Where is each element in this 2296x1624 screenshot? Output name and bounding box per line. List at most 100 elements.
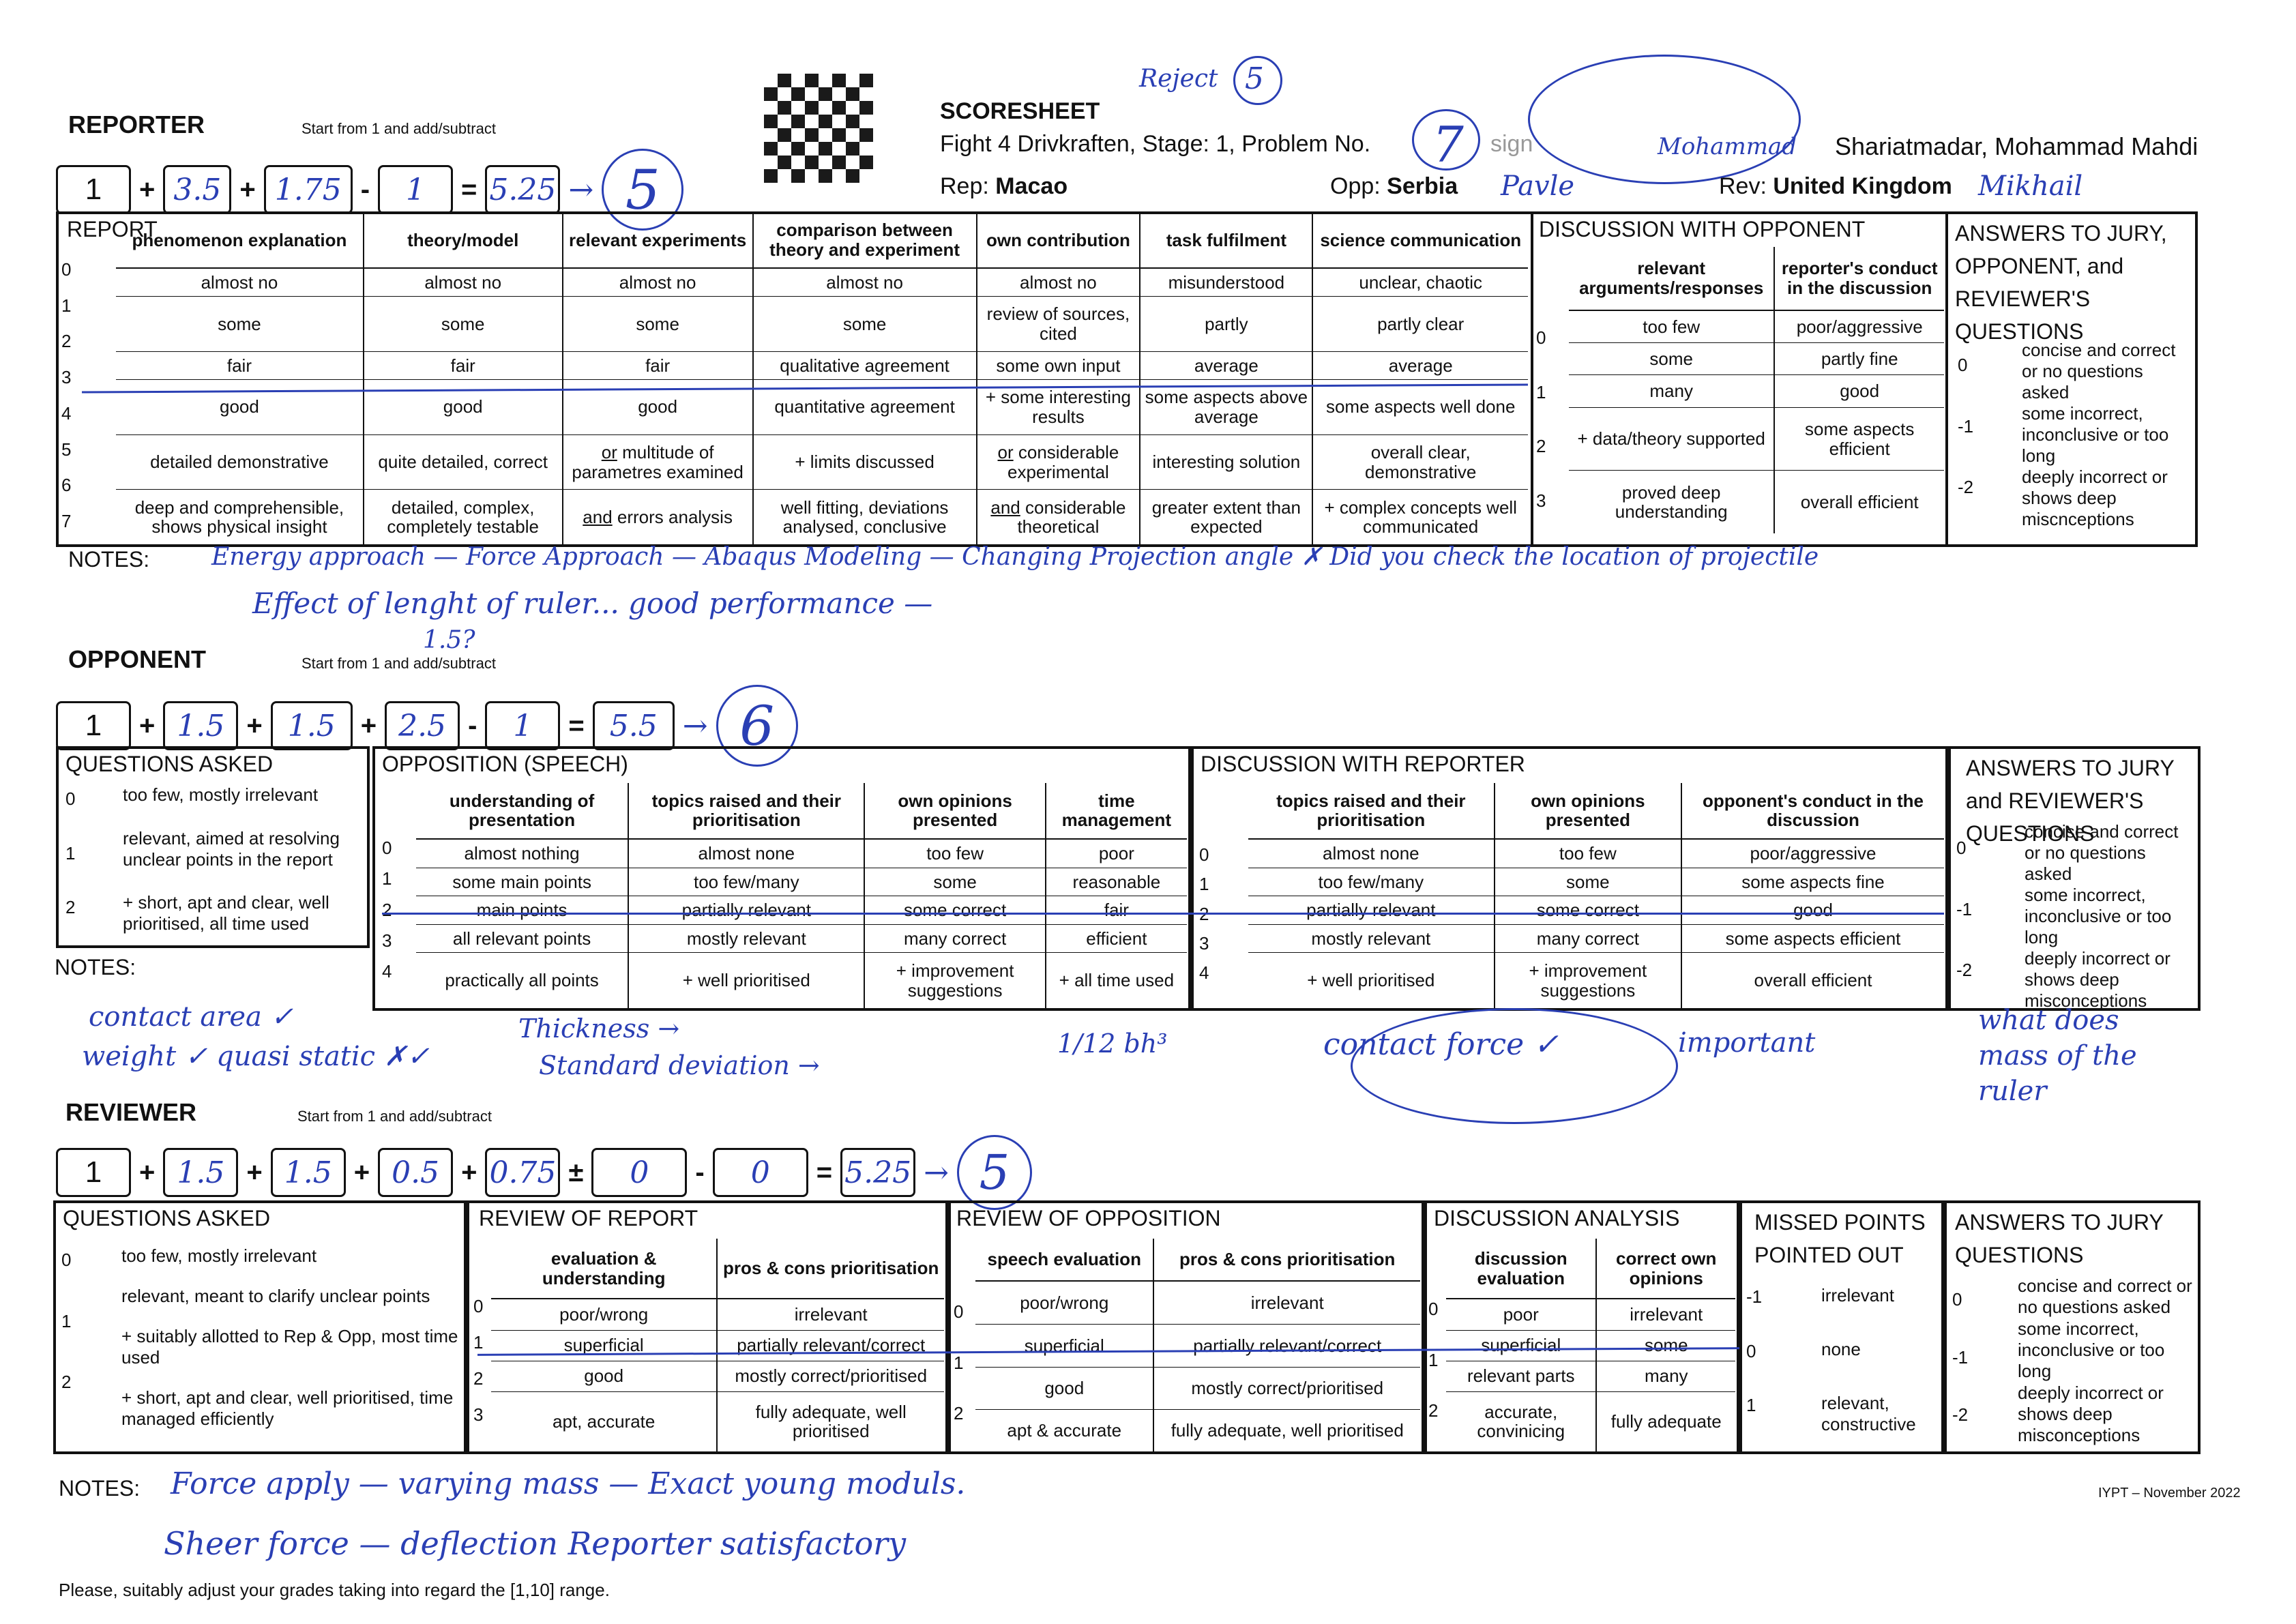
rev-report-frame (467, 1200, 948, 1454)
reporter-notes-1: Energy approach — Force Approach — Abaqu… (211, 543, 1819, 571)
reviewer-box-total[interactable]: 5.25 (840, 1148, 916, 1197)
juror-name: Shariatmadar, Mohammad Mahdi (1835, 132, 2198, 160)
opp-note-contact: contact area ✓ (89, 1001, 294, 1033)
reviewer-score-row: 1 + 1.5 + 1.5 + 0.5 + 0.75 ± 0 - 0 = 5.2… (56, 1135, 1032, 1210)
rev-answers-title: ANSWERS TO JURY QUESTIONS (1955, 1210, 2164, 1267)
problem-circle (1412, 109, 1480, 171)
reviewer-box-5[interactable]: 0 (591, 1148, 688, 1197)
opp-speech-frame (372, 746, 1191, 1011)
opp-speech-title: OPPOSITION (SPEECH) (382, 752, 628, 776)
signature-circle (1528, 55, 1801, 184)
opp-check-line (382, 913, 1944, 915)
rev-missed-title: MISSED POINTS POINTED OUT (1754, 1210, 1926, 1267)
rev-answers-scale: 0-1-2 (1952, 1289, 1969, 1425)
opp-note-question: what does mass of the ruler (1978, 1005, 2137, 1107)
sign-label: sign (1490, 131, 1533, 157)
reporter-box-2[interactable]: 1.75 (263, 165, 353, 214)
reviewer-box-3[interactable]: 0.5 (378, 1148, 454, 1197)
reviewer-hint: Start from 1 and add/subtract (297, 1108, 492, 1125)
disc-opponent-title: DISCUSSION WITH OPPONENT (1539, 217, 1866, 241)
reviewer-box-base[interactable]: 1 (56, 1148, 131, 1197)
signature: Mohammad (1658, 133, 1797, 160)
opp-discussion-frame (1191, 746, 1948, 1011)
footer-note: Please, suitably adjust your grades taki… (59, 1580, 610, 1600)
opp-answers-items: concise and correct or no questions aske… (2025, 821, 2179, 1011)
reject-note: Reject (1139, 65, 1218, 93)
opp-note-ellipse (1351, 1008, 1678, 1124)
rev-questions-frame (53, 1200, 467, 1454)
reporter-hint: Start from 1 and add/subtract (301, 120, 496, 137)
reporter-notes-2: Effect of lenght of ruler... good perfor… (252, 587, 933, 620)
opponent-notes-label: NOTES: (55, 955, 136, 979)
answers-divider (1945, 211, 1948, 547)
rev-answers-items: concise and correct or no questions aske… (2018, 1275, 2192, 1445)
opponent-box-3[interactable]: 2.5 (385, 701, 460, 750)
opp-questions-title: QUESTIONS ASKED (65, 752, 274, 776)
reporter-final-score: 5 (602, 149, 684, 231)
disc-opp-divider (1531, 211, 1533, 547)
reviewer-notes-1: Force apply — varying mass — Exact young… (171, 1466, 966, 1501)
opponent-title: OPPONENT (68, 645, 207, 673)
reviewer-box-6[interactable]: 0 (712, 1148, 808, 1197)
opponent-questions-frame (56, 746, 370, 948)
opp-answers-frame (1948, 746, 2201, 1011)
opponent-box-4[interactable]: 1 (485, 701, 561, 750)
reviewer-box-1[interactable]: 1.5 (163, 1148, 239, 1197)
rep-team: Rep: Macao (940, 173, 1068, 199)
opp-answers-scale: 0-1-2 (1956, 838, 1973, 980)
opponent-box-1[interactable]: 1.5 (163, 701, 239, 750)
opp-note-important: important (1678, 1027, 1816, 1059)
reporter-notes-label: NOTES: (68, 547, 150, 572)
opp-team: Opp: Serbia (1330, 173, 1458, 199)
opp-discussion-title: DISCUSSION WITH REPORTER (1201, 752, 1525, 776)
rev-opposition-frame (948, 1200, 1424, 1454)
answers-scale: 0-1-2 (1958, 355, 1974, 497)
rev-juror-name: Mikhail (1978, 171, 2083, 202)
opponent-box-2[interactable]: 1.5 (270, 701, 353, 750)
opp-note-thickness: Thickness → (518, 1014, 680, 1044)
reporter-box-3[interactable]: 1 (378, 165, 454, 214)
answers-items: concise and correct or no questions aske… (2022, 340, 2176, 529)
rev-discussion-frame (1424, 1200, 1739, 1454)
rev-discussion-title: DISCUSSION ANALYSIS (1434, 1206, 1680, 1230)
rev-report-title: REVIEW OF REPORT (479, 1206, 698, 1230)
reviewer-box-2[interactable]: 1.5 (270, 1148, 346, 1197)
fight-line: Fight 4 Drivkraften, Stage: 1, Problem N… (940, 131, 1370, 158)
reporter-box-1[interactable]: 3.5 (163, 165, 232, 214)
reporter-title: REPORTER (68, 110, 205, 138)
opponent-hw-above: 1.5? (423, 626, 475, 654)
qr-code (764, 74, 873, 183)
opponent-box-base[interactable]: 1 (56, 701, 131, 750)
reporter-box-total[interactable]: 5.25 (485, 165, 561, 214)
fight-info: Fight 4 Drivkraften, Stage: 1, Problem N… (940, 131, 1371, 157)
opponent-box-total[interactable]: 5.5 (592, 701, 675, 750)
reporter-box-base[interactable]: 1 (56, 165, 131, 214)
rev-team: Rev: United Kingdom (1719, 173, 1952, 199)
reviewer-box-4[interactable]: 0.75 (485, 1148, 561, 1197)
rev-missed-frame (1739, 1200, 1944, 1454)
rev-answers-frame (1944, 1200, 2201, 1454)
reviewer-title: REVIEWER (65, 1098, 197, 1126)
rev-questions-title: QUESTIONS ASKED (63, 1206, 271, 1230)
opp-answers-title: ANSWERS TO JURY and REVIEWER'S QUESTIONS (1966, 756, 2175, 846)
opp-juror-name: Pavle (1501, 171, 1575, 202)
reporter-score-row: 1 + 3.5 + 1.75 - 1 = 5.25 → 5 (56, 149, 684, 231)
rev-opposition-title: REVIEW OF OPPOSITION (956, 1206, 1221, 1230)
footer-version: IYPT – November 2022 (2098, 1486, 2241, 1501)
opponent-hint: Start from 1 and add/subtract (301, 655, 496, 672)
scoresheet-title: SCORESHEET (940, 98, 1100, 124)
